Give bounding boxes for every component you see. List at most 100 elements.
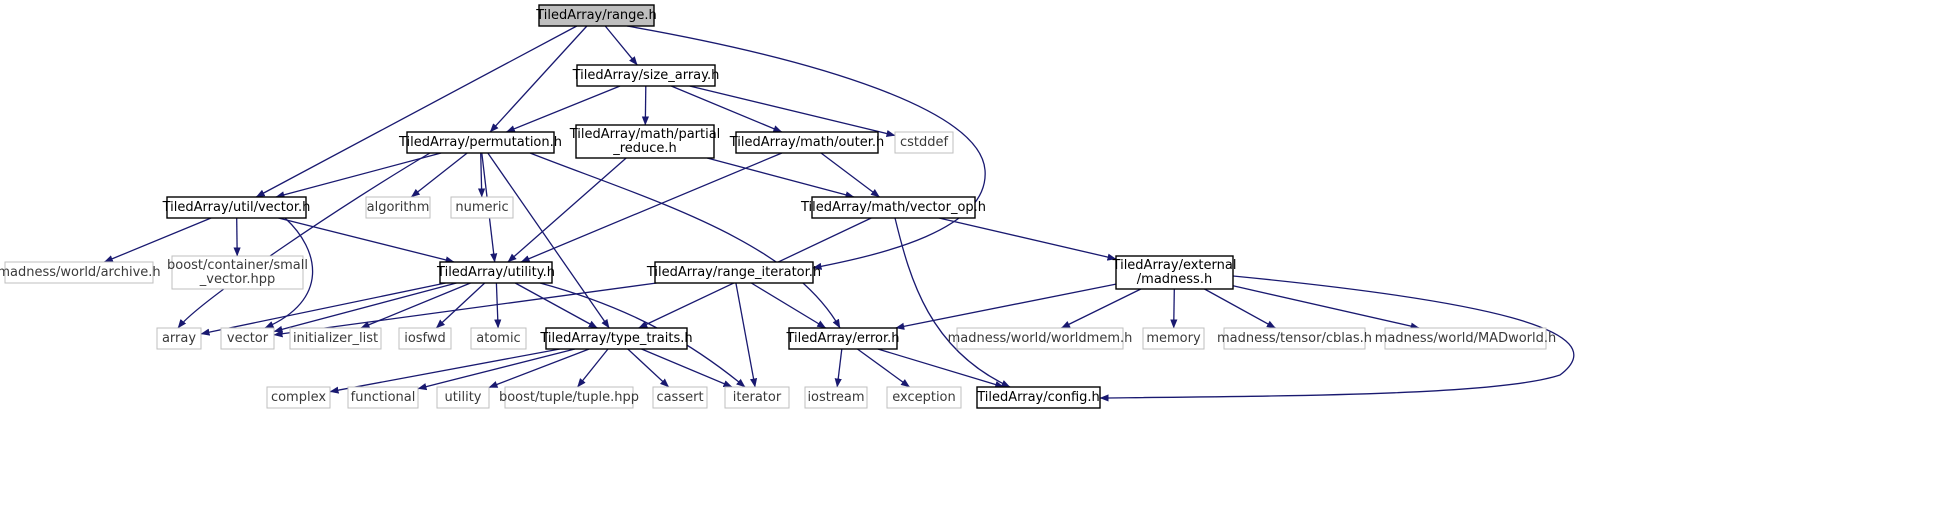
node-label: complex (271, 390, 326, 405)
node-size-array[interactable]: TiledArray/size_array.h (572, 64, 720, 87)
node-box (470, 327, 527, 350)
node-label: utility (445, 390, 482, 405)
edge-utility-h-to-type-traits (514, 282, 598, 329)
edge-permutation-to-error (529, 152, 841, 329)
edge-madness-ext-to-worldmem (1060, 288, 1142, 329)
edge-permutation-to-array (177, 152, 431, 329)
edge-error-to-exception (857, 348, 910, 388)
node-vector: vector (220, 327, 275, 350)
node-madness-ext[interactable]: TiledArray/external/madness.h (1112, 255, 1237, 290)
edge-size-array-to-partial-reduce (641, 85, 650, 126)
edge-permutation-to-algorithm (410, 152, 468, 198)
node-outer[interactable]: TiledArray/math/outer.h (729, 131, 885, 154)
edge-permutation-to-vector-h (275, 152, 442, 199)
node-box (735, 131, 879, 154)
edge-range-to-size-array (604, 25, 638, 66)
node-layer: TiledArray/range.hTiledArray/size_array.… (0, 4, 1556, 409)
edge-range-iterator-to-vector (273, 282, 657, 338)
node-iostream: iostream (804, 386, 868, 409)
node-vector-h[interactable]: TiledArray/util/vector.h (162, 196, 311, 219)
node-box (406, 131, 555, 154)
node-small-vector: boost/container/small_vector.hpp (167, 255, 308, 290)
node-label: numeric (455, 200, 508, 215)
node-config[interactable]: TiledArray/config.h (976, 386, 1101, 409)
node-partial-reduce[interactable]: TiledArray/math/partial_reduce.h (569, 124, 721, 159)
node-label: cstddef (900, 135, 949, 150)
node-permutation[interactable]: TiledArray/permutation.h (398, 131, 562, 154)
node-range[interactable]: TiledArray/range.h (535, 4, 657, 27)
node-box (804, 386, 868, 409)
node-label: TiledArray/math/vector_op.h (800, 200, 986, 215)
edge-madness-ext-to-memory (1170, 288, 1178, 329)
edge-utility-h-to-atomic (494, 282, 502, 329)
node-label: _vector.hpp (199, 272, 275, 287)
node-label: memory (1146, 331, 1201, 346)
node-functional: functional (347, 386, 419, 409)
node-exception: exception (886, 386, 962, 409)
node-tuple: boost/tuple/tuple.hpp (499, 386, 639, 409)
node-box (266, 386, 331, 409)
edge-madness-ext-to-cblas (1204, 288, 1276, 329)
node-iterator: iterator (724, 386, 790, 409)
node-label: array (162, 331, 196, 346)
node-box (347, 386, 419, 409)
node-label: exception (892, 390, 956, 405)
node-vector-op[interactable]: TiledArray/math/vector_op.h (800, 196, 986, 219)
edge-layer (103, 25, 1575, 402)
node-label: _reduce.h (612, 141, 677, 156)
edge-range-iterator-to-iterator (735, 282, 758, 388)
node-label: madness/world/worldmem.h (948, 331, 1133, 346)
node-box (811, 196, 976, 219)
node-box (450, 196, 514, 219)
node-array: array (156, 327, 202, 350)
node-box (538, 4, 655, 27)
node-cstddef: cstddef (894, 131, 954, 154)
node-box (788, 327, 898, 350)
node-label: TiledArray/util/vector.h (162, 200, 311, 215)
node-box (545, 327, 688, 350)
node-label: madness/world/archive.h (0, 265, 161, 280)
node-label: iterator (733, 390, 782, 405)
node-box (436, 386, 490, 409)
node-range-iterator[interactable]: TiledArray/range_iterator.h (646, 261, 821, 284)
node-label: cassert (656, 390, 703, 405)
edge-range-iterator-to-error (750, 282, 827, 329)
node-archive: madness/world/archive.h (0, 261, 161, 284)
node-label: TiledArray/range.h (535, 8, 657, 23)
node-madworld: madness/world/MADworld.h (1375, 327, 1556, 350)
node-numeric: numeric (450, 196, 514, 219)
node-label: initializer_list (293, 331, 378, 346)
node-label: TiledArray/size_array.h (572, 68, 720, 83)
node-label: TiledArray/config.h (976, 390, 1100, 405)
node-box (976, 386, 1101, 409)
node-label: TiledArray/external (1112, 258, 1237, 273)
edge-range-to-range-iterator (626, 25, 986, 270)
edge-type-traits-to-complex (329, 348, 561, 394)
node-worldmem: madness/world/worldmem.h (948, 327, 1133, 350)
node-box (956, 327, 1124, 350)
node-utility-h[interactable]: TiledArray/utility.h (436, 261, 555, 284)
node-box (220, 327, 275, 350)
node-iosfwd: iosfwd (398, 327, 452, 350)
node-box (1384, 327, 1547, 350)
node-box (1115, 255, 1234, 290)
edge-type-traits-to-cassert (627, 348, 670, 388)
node-box (576, 64, 716, 87)
node-label: madness/tensor/cblas.h (1217, 331, 1372, 346)
node-box (894, 131, 954, 154)
edge-vector-h-to-small-vector (233, 217, 241, 257)
node-label: TiledArray/math/outer.h (729, 135, 885, 150)
node-label: vector (227, 331, 269, 346)
node-type-traits[interactable]: TiledArray/type_traits.h (539, 327, 693, 350)
node-box (504, 386, 634, 409)
node-cblas: madness/tensor/cblas.h (1217, 327, 1372, 350)
node-error[interactable]: TiledArray/error.h (785, 327, 900, 350)
node-box (1142, 327, 1205, 350)
node-box (886, 386, 962, 409)
node-label: atomic (476, 331, 520, 346)
node-initializer-list: initializer_list (289, 327, 382, 350)
edge-utility-h-to-vector (273, 282, 457, 333)
node-box (439, 261, 553, 284)
edge-type-traits-to-utility (488, 348, 590, 389)
